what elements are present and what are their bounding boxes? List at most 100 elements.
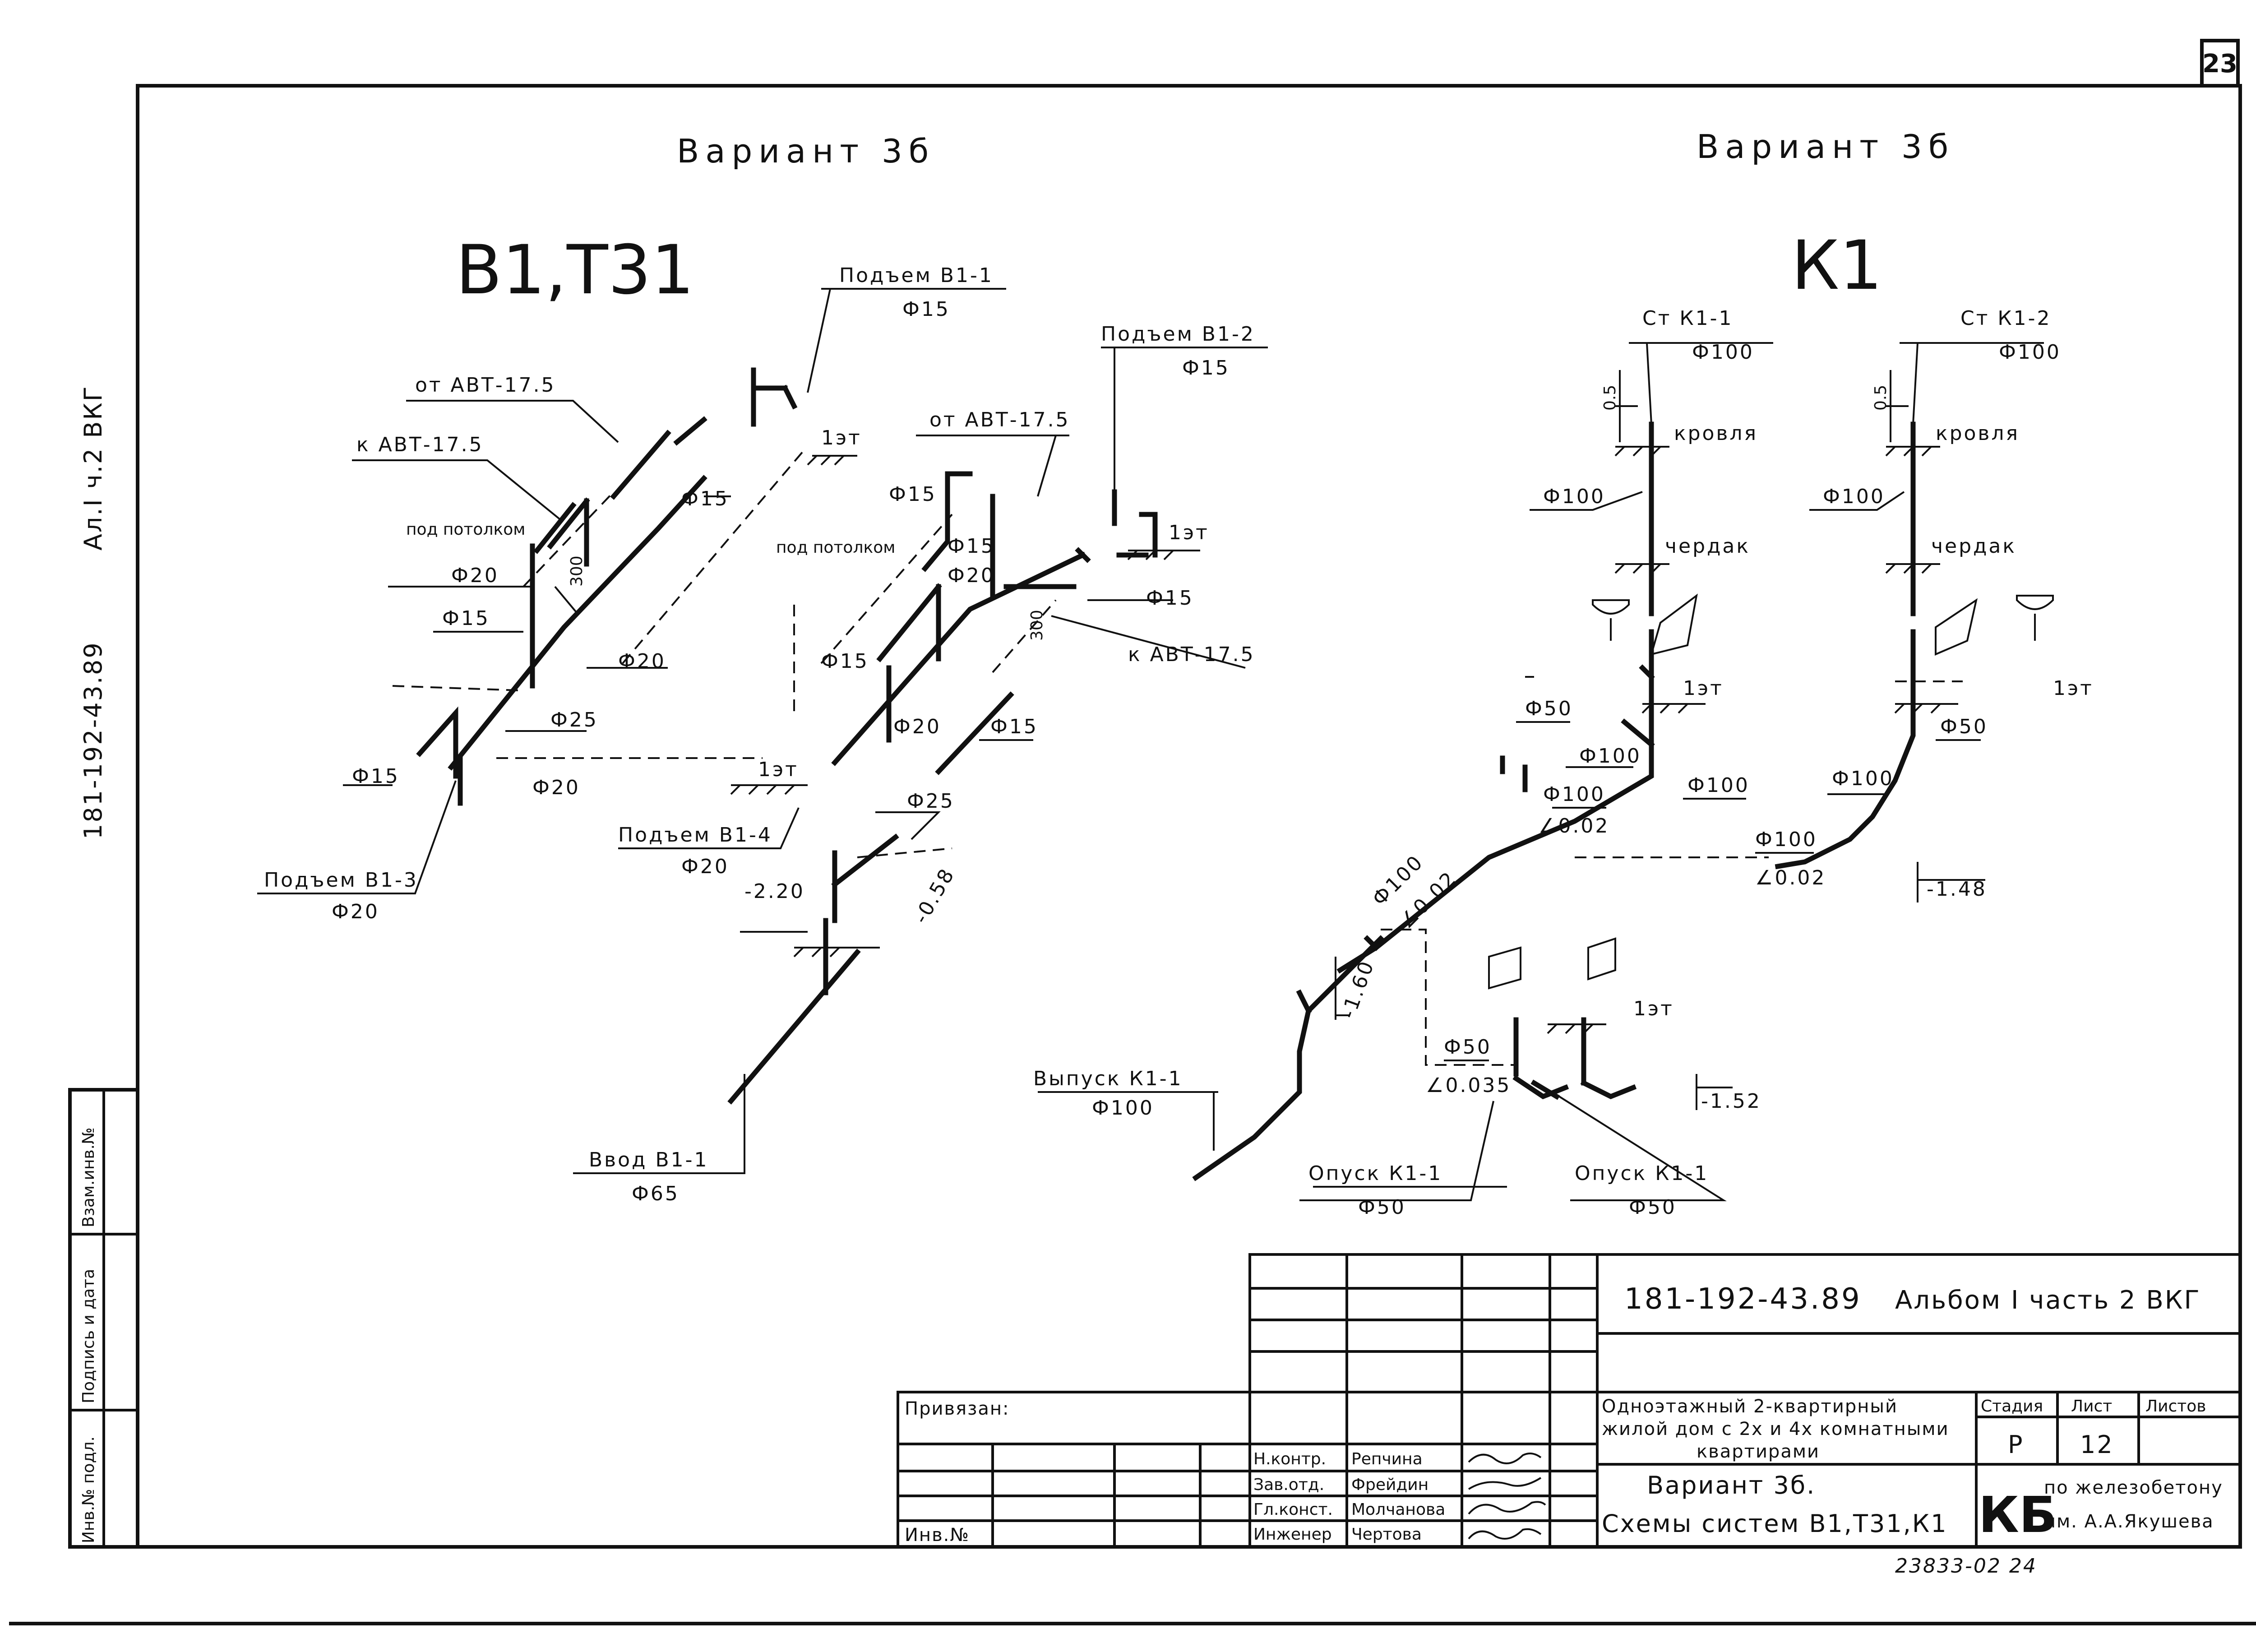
- label-ot-avt-1: от АВТ-17.5: [415, 374, 556, 397]
- label-d20-b: Ф20: [618, 650, 666, 673]
- water-supply-scheme: Вариант 3б В1,Т31: [257, 132, 1268, 1205]
- tb-role-1: Н.контр.: [1253, 1450, 1326, 1468]
- label-d50-a: Ф50: [1525, 697, 1573, 720]
- label-podem-b1-3-d: Ф20: [332, 900, 379, 923]
- signature-marks: [1468, 1453, 1546, 1540]
- side-code: 181-192-43.89: [79, 641, 107, 839]
- tb-code: 181-192-43.89: [1624, 1282, 1862, 1316]
- label-opusk-1-d: Ф50: [1358, 1196, 1406, 1219]
- tb-sheet: 12: [2080, 1430, 2114, 1459]
- label-st-k1-2-d: Ф100: [1999, 341, 2061, 364]
- label-d100-d: Ф100: [1687, 774, 1750, 797]
- label-st-k1-1-d: Ф100: [1692, 341, 1754, 364]
- tb-stage: Р: [2008, 1430, 2024, 1459]
- sewer-scheme: Вариант 3б К1: [1033, 128, 2094, 1219]
- label-d15-d: Ф15: [948, 535, 995, 558]
- label-st-k1-1: Ст К1-1: [1642, 307, 1733, 330]
- right-variant-title: Вариант 3б: [1697, 128, 1955, 166]
- floor-mark: [730, 455, 1200, 958]
- label-podem-b1-1-d: Ф15: [902, 298, 950, 321]
- tb-org-1: по железобетону: [2044, 1477, 2223, 1498]
- label-podem-b1-4: Подъем В1-4: [618, 824, 772, 847]
- label-d15-c: Ф15: [889, 483, 937, 506]
- tb-role-3: Гл.конст.: [1253, 1500, 1333, 1519]
- tb-object-3: квартирами: [1697, 1441, 1820, 1462]
- tb-name-4: Чертова: [1351, 1525, 1422, 1544]
- label-mark-148: -1.48: [1927, 878, 1987, 901]
- label-vvod: Ввод В1-1: [589, 1148, 709, 1171]
- tb-name-1: Репчина: [1351, 1450, 1423, 1468]
- left-systems-title: В1,Т31: [456, 231, 694, 310]
- label-d15-b: Ф15: [442, 607, 490, 630]
- label-st-k1-2: Ст К1-2: [1960, 307, 2051, 330]
- stamp-podpis-data: Подпись и дата: [79, 1269, 98, 1403]
- tb-sheets-hdr: Листов: [2145, 1397, 2206, 1416]
- toilet-icon: [1587, 937, 1616, 981]
- washbasin-icon: [1592, 599, 1630, 641]
- label-slope-a: ∠0.02: [1539, 814, 1609, 838]
- side-album: Ал.I ч.2 ВКГ: [79, 385, 107, 551]
- label-k-avt-2: к АВТ-17.5: [1128, 643, 1255, 666]
- tb-stage-hdr: Стадия: [1981, 1397, 2043, 1416]
- label-floor-1: 1эт: [821, 426, 862, 449]
- stamp-vzam-inv: Взам.инв.№: [79, 1127, 98, 1227]
- label-vypusk-d: Ф100: [1092, 1097, 1154, 1120]
- label-slope-b: ∠0.02: [1755, 866, 1826, 889]
- label-d100-f: Ф100: [1832, 767, 1894, 790]
- org-logo-icon: КБ: [1979, 1486, 2057, 1544]
- label-d20-e: Ф20: [532, 776, 580, 799]
- label-podem-b1-2: Подъем В1-2: [1101, 323, 1255, 346]
- tb-sheet-hdr: Лист: [2071, 1397, 2112, 1416]
- label-d100-c: Ф100: [1579, 745, 1641, 768]
- label-floor-k1: 1эт: [1683, 677, 1724, 700]
- bathtub-icon: [1935, 598, 1978, 656]
- tb-drawing-2: Схемы систем В1,Т31,К1: [1602, 1509, 1948, 1538]
- label-d15-e: Ф15: [1146, 587, 1194, 610]
- label-opusk-1: Опуск К1-1: [1308, 1162, 1442, 1185]
- label-podem-b1-2-d: Ф15: [1182, 356, 1230, 379]
- label-floor-2: 1эт: [1169, 521, 1209, 544]
- stamp-inv-podl: Инв.№ подл.: [79, 1436, 98, 1543]
- tb-privyazan: Привязан:: [905, 1398, 1010, 1419]
- label-d50-b: Ф50: [1940, 715, 1988, 738]
- label-d15-h: Ф15: [352, 765, 400, 788]
- tb-role-4: Инженер: [1253, 1525, 1332, 1544]
- label-podem-b1-1: Подъем В1-1: [839, 264, 994, 287]
- tb-object-1: Одноэтажный 2-квартирный: [1602, 1396, 1898, 1417]
- title-block: [897, 1253, 2242, 1548]
- label-mark-152: -1.52: [1701, 1090, 1761, 1113]
- label-d20-c: Ф20: [948, 564, 995, 587]
- label-floor-k2: 1эт: [2053, 677, 2094, 700]
- label-dim-300-a: 300: [568, 555, 586, 587]
- label-d20-a: Ф20: [451, 564, 499, 587]
- right-systems-title: К1: [1791, 227, 1882, 305]
- tb-inv-no: Инв.№: [905, 1525, 970, 1546]
- label-d20-d: Ф20: [893, 715, 941, 738]
- label-d15-a: Ф15: [681, 487, 729, 510]
- label-krovlya-1: кровля: [1674, 422, 1758, 445]
- label-slope-d: ∠0.035: [1426, 1074, 1511, 1097]
- label-podem-b1-3: Подъем В1-3: [264, 869, 418, 892]
- tb-name-2: Фрейдин: [1351, 1476, 1428, 1494]
- label-d100-g: Ф100: [1755, 828, 1817, 851]
- tb-object-2: жилой дом с 2х и 4х комнатными: [1602, 1419, 1949, 1439]
- label-d100-e: Ф100: [1543, 783, 1605, 806]
- label-d25-a: Ф25: [550, 708, 598, 731]
- tb-org-2: им. А.А.Якушева: [2044, 1511, 2214, 1532]
- label-krovlya-2: кровля: [1936, 422, 2020, 445]
- label-d100-b: Ф100: [1823, 485, 1885, 508]
- label-dim-05-b: 0.5: [1872, 385, 1890, 411]
- tb-name-3: Молчанова: [1351, 1500, 1445, 1519]
- label-ot-avt-2: от АВТ-17.5: [929, 408, 1070, 431]
- washbasin-icon: [2016, 595, 2054, 641]
- label-opusk-2: Опуск К1-1: [1575, 1162, 1709, 1185]
- level-mark: [1547, 446, 1958, 1034]
- tb-role-2: Зав.отд.: [1253, 1476, 1324, 1494]
- label-floor-k3: 1эт: [1633, 997, 1674, 1020]
- sheet-frame: [9, 39, 2256, 1625]
- tb-drawing-1: Вариант 3б.: [1647, 1471, 1816, 1499]
- label-floor-3: 1эт: [758, 758, 799, 781]
- label-dim-300-b: 300: [1028, 610, 1046, 641]
- toilet-icon: [1488, 946, 1521, 990]
- bathtub-icon: [1650, 593, 1698, 656]
